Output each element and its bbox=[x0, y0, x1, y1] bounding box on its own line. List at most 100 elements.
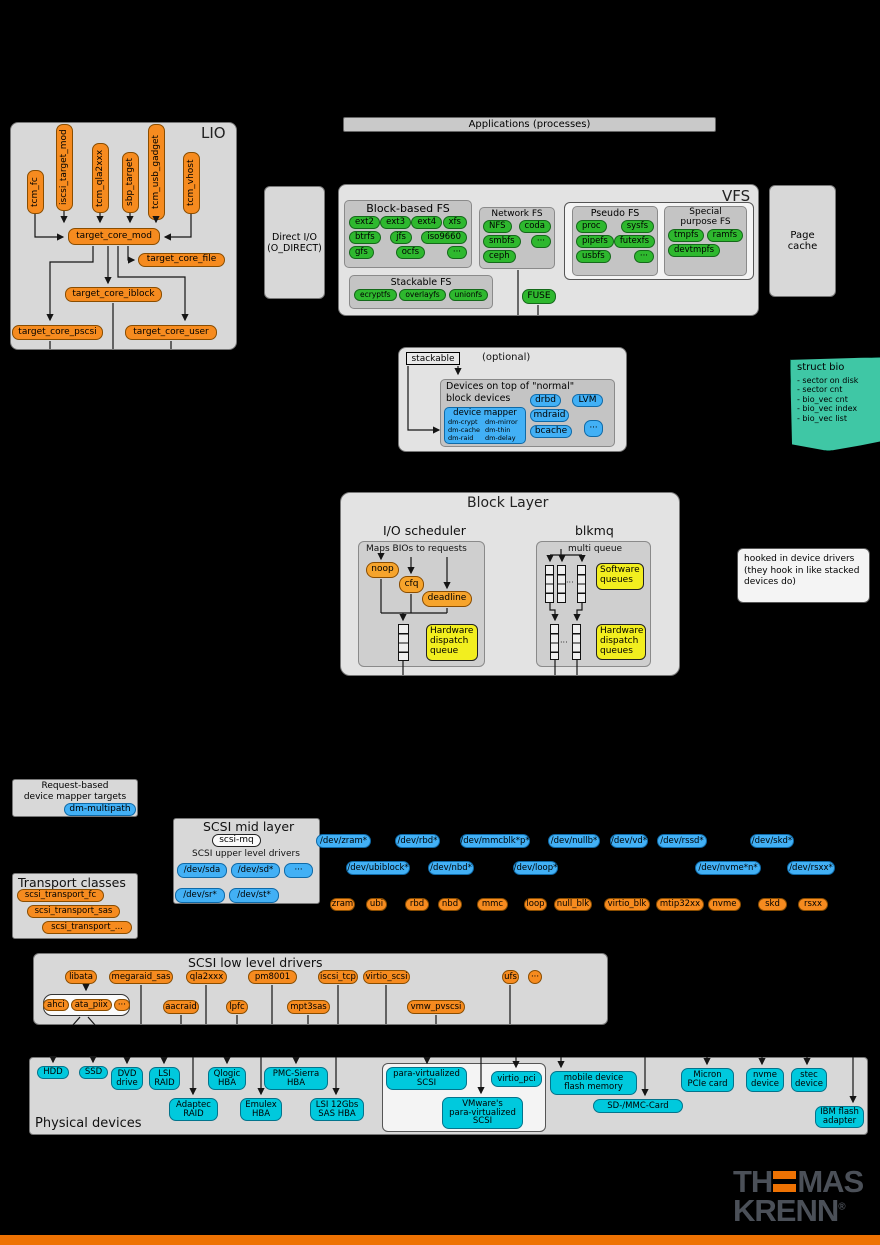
pill-pipefs: pipefs bbox=[576, 234, 614, 248]
stackable-fs-title: Stackable FS bbox=[390, 277, 452, 288]
pill-scsi-transport-fc: scsi_transport_fc bbox=[17, 889, 104, 902]
pill-lsi-raid: LSI RAID bbox=[149, 1067, 180, 1090]
pill-dev-vd: /dev/vd* bbox=[610, 834, 648, 848]
blkmq-title: blkmq bbox=[575, 523, 614, 538]
sw-queue-stack bbox=[577, 565, 586, 603]
struct-bio-title: struct bio bbox=[797, 362, 845, 373]
pill-nvme: nvme bbox=[708, 898, 741, 911]
hooked-note: hooked in device drivers (they hook in l… bbox=[737, 548, 870, 603]
request-queue-stack bbox=[398, 624, 409, 661]
pill-dm-multipath: dm-multipath bbox=[64, 803, 136, 816]
blkmq-note: multi queue bbox=[568, 544, 623, 554]
pill-dev-nbd: /dev/nbd* bbox=[428, 861, 474, 875]
pill-para-virt-scsi: para-virtualized SCSI bbox=[386, 1067, 467, 1090]
pill-xfs: xfs bbox=[442, 216, 467, 229]
network-fs-title: Network FS bbox=[491, 209, 543, 219]
dm-delay: dm-delay bbox=[485, 434, 516, 443]
pill-micron-pcie: Micron PCIe card bbox=[681, 1068, 734, 1092]
pill-lpfc: lpfc bbox=[226, 1000, 248, 1014]
devices-on-top-title: Devices on top of "normal" block devices bbox=[446, 381, 575, 404]
pill-ecryptfs: ecryptfs bbox=[354, 289, 397, 301]
pill-ahci: ahci bbox=[43, 998, 69, 1012]
pill-scsi-mq: scsi-mq bbox=[212, 834, 261, 847]
pill-bcache: bcache bbox=[530, 425, 572, 438]
pseudo-fs-box: Pseudo FS proc sysfs pipefs futexfs usbf… bbox=[572, 206, 658, 276]
bio-field: - bio_vec index bbox=[797, 404, 858, 414]
pill-coda: coda bbox=[518, 220, 551, 233]
pill-target-core-user: target_core_user bbox=[125, 325, 217, 340]
pill-fs-more: ··· bbox=[446, 245, 467, 259]
pill-dev-more: ··· bbox=[284, 863, 313, 878]
lio-title: LIO bbox=[201, 124, 226, 142]
pill-adaptec-raid: Adaptec RAID bbox=[169, 1098, 218, 1121]
pill-fuse: FUSE bbox=[522, 289, 556, 304]
pill-scsi-transport-etc: scsi_transport_... bbox=[42, 921, 132, 934]
scsi-mid-title: SCSI mid layer bbox=[203, 819, 295, 834]
logo-text-mas: MAS bbox=[797, 1164, 864, 1199]
pill-ext4: ext4 bbox=[411, 216, 443, 229]
page-cache-box: Page cache bbox=[769, 185, 836, 297]
pill-qlogic-hba: Qlogic HBA bbox=[208, 1067, 246, 1090]
pill-tcm-vhost: tcm_vhost bbox=[183, 152, 200, 214]
scsi-low-title: SCSI low level drivers bbox=[188, 955, 323, 970]
pill-skd: skd bbox=[758, 898, 787, 911]
pill-vmw-pvscsi: vmw_pvscsi bbox=[407, 1000, 465, 1014]
pill-drbd: drbd bbox=[530, 394, 561, 407]
bottom-accent-bar bbox=[0, 1235, 880, 1245]
transport-classes-title: Transport classes bbox=[18, 875, 126, 890]
pill-sysfs: sysfs bbox=[620, 220, 654, 233]
pill-nfs: NFS bbox=[483, 220, 512, 233]
struct-bio-flag: struct bio - sector on disk - sector cnt… bbox=[790, 357, 880, 451]
pill-netfs-more: ··· bbox=[530, 234, 551, 248]
pill-pseudo-more: ··· bbox=[633, 249, 654, 263]
pill-dev-ubiblock: /dev/ubiblock* bbox=[346, 861, 410, 875]
pill-ceph: ceph bbox=[483, 249, 516, 263]
pill-rbd: rbd bbox=[405, 898, 429, 911]
pill-deadline: deadline bbox=[422, 591, 472, 607]
pill-gfs: gfs bbox=[349, 245, 374, 259]
pill-dev-loop: /dev/loop* bbox=[513, 861, 558, 875]
bio-field: - sector cnt bbox=[797, 385, 843, 395]
software-queues: Software queues bbox=[596, 563, 644, 590]
pill-unionfs: unionfs bbox=[448, 289, 488, 301]
vfs-title: VFS bbox=[722, 187, 751, 205]
pill-ibm-flash: IBM flash adapter bbox=[815, 1106, 864, 1128]
special-fs-title: Special purpose FS bbox=[680, 207, 731, 227]
io-scheduler-note: Maps BIOs to requests bbox=[366, 544, 467, 554]
dm-thin: dm-thin bbox=[485, 426, 511, 435]
pill-tmpfs: tmpfs bbox=[668, 228, 705, 242]
pill-nbd: nbd bbox=[438, 898, 462, 911]
pill-ufs: ufs bbox=[502, 970, 519, 984]
pill-target-core-mod: target_core_mod bbox=[68, 228, 160, 245]
pill-ramfs: ramfs bbox=[706, 228, 743, 242]
pill-overlayfs: overlayfs bbox=[399, 289, 446, 301]
pill-mmc: mmc bbox=[477, 898, 508, 911]
physical-devices-title: Physical devices bbox=[35, 1116, 142, 1131]
pill-dev-sd: /dev/sd* bbox=[231, 863, 280, 878]
queues-ellipsis: ··· bbox=[566, 578, 574, 587]
pill-tcm-usb-gadget: tcm_usb_gadget bbox=[148, 124, 165, 220]
pill-lowdrv-more: ··· bbox=[528, 970, 542, 984]
stackable-label: stackable bbox=[406, 352, 460, 365]
pill-qla2xxx: qla2xxx bbox=[186, 970, 227, 984]
pill-futexfs: futexfs bbox=[613, 234, 656, 248]
pill-ext2: ext2 bbox=[349, 216, 380, 229]
pill-libata: libata bbox=[65, 970, 97, 984]
ata-group: ahci ata_piix ··· bbox=[43, 994, 130, 1016]
dm-mirror: dm-mirror bbox=[485, 418, 518, 426]
pill-rsxx: rsxx bbox=[798, 898, 828, 911]
pill-lsi-12gbs: LSI 12Gbs SAS HBA bbox=[310, 1098, 364, 1121]
pill-tcm-fc: tcm_fc bbox=[27, 170, 44, 214]
pill-stec-device: stec device bbox=[791, 1068, 827, 1092]
stackable-fs-box: Stackable FS ecryptfs overlayfs unionfs bbox=[349, 275, 493, 309]
pill-target-core-iblock: target_core_iblock bbox=[65, 287, 162, 302]
pill-emulex-hba: Emulex HBA bbox=[240, 1098, 282, 1121]
device-mapper-box: device mapper dm-crypt dm-mirror dm-cach… bbox=[444, 407, 526, 444]
pill-btrfs: btrfs bbox=[349, 230, 381, 244]
pill-jfs: jfs bbox=[390, 230, 412, 244]
pill-smbfs: smbfs bbox=[483, 234, 521, 248]
hw-dispatch-queue: Hardware dispatch queue bbox=[426, 624, 478, 661]
logo-text-th: TH bbox=[733, 1164, 773, 1199]
